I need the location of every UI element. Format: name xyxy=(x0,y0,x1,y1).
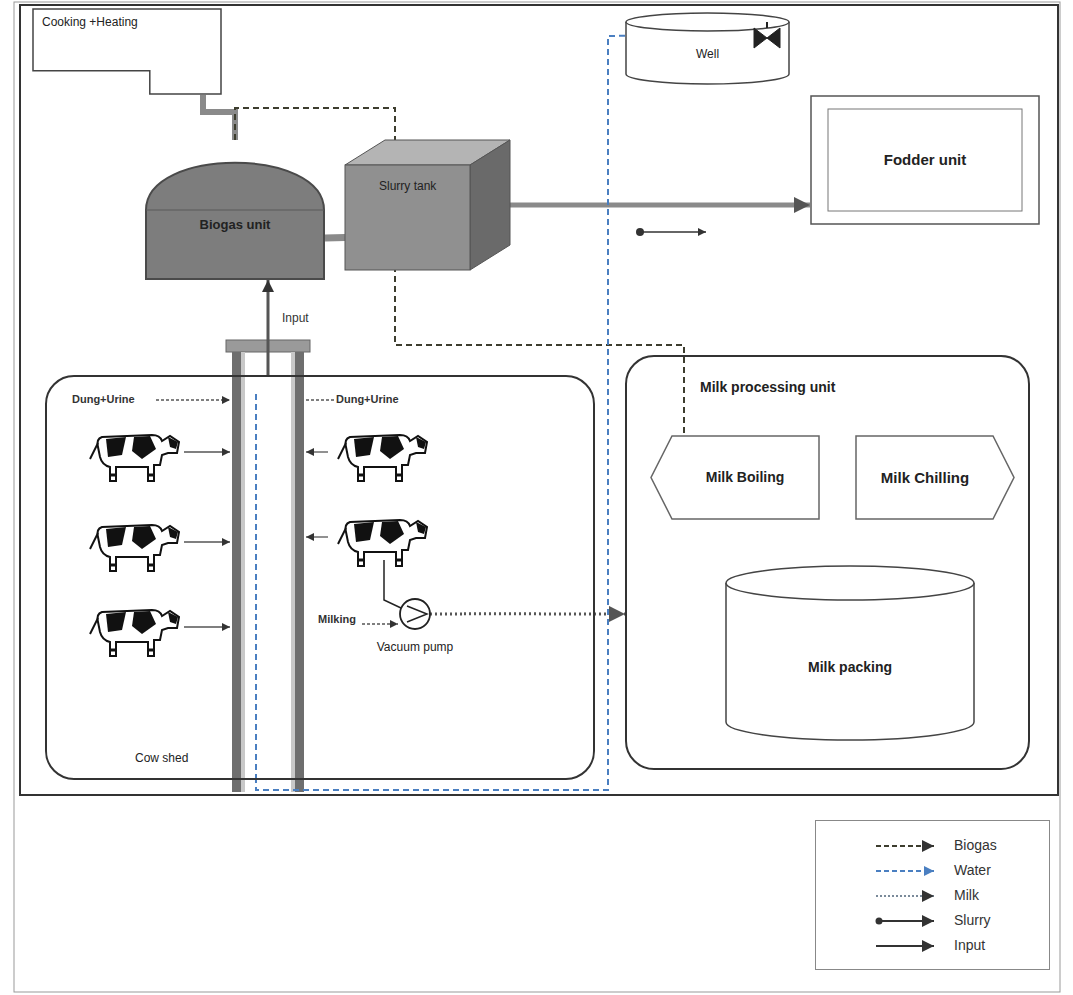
legend-text: Input xyxy=(954,937,985,953)
dome-outline xyxy=(145,140,325,280)
legend-row: Milk xyxy=(886,883,1035,908)
node-text: Milk processing unit xyxy=(700,379,835,395)
node-text: Cow shed xyxy=(135,752,188,766)
edge-label: Input xyxy=(280,312,311,325)
milking-tube xyxy=(384,560,401,608)
dung-channel xyxy=(226,340,310,792)
cyl-outline xyxy=(725,565,975,740)
flow-label: Dung+Urine xyxy=(72,393,135,405)
connector xyxy=(325,234,345,242)
cow xyxy=(90,435,179,481)
milking-arrow xyxy=(362,623,398,624)
cooking-box: Cooking +Heating xyxy=(32,8,222,95)
node-text: Milk Chilling xyxy=(881,469,969,486)
water-line xyxy=(255,392,257,780)
slurry-tank: Slurry tank xyxy=(345,140,510,270)
diagram-frame xyxy=(20,5,1058,795)
legend-text: Water xyxy=(954,862,991,878)
legend-sample xyxy=(876,889,946,903)
connector xyxy=(510,202,810,207)
cow xyxy=(90,525,179,571)
node-text: Fodder unit xyxy=(884,151,967,168)
biogas-dome: Biogas unit xyxy=(145,140,325,280)
round-outline xyxy=(45,375,595,780)
cow xyxy=(90,610,179,656)
cows xyxy=(90,435,427,656)
legend-row: Biogas xyxy=(886,833,1035,858)
cow xyxy=(338,435,427,481)
flow-label: Milking xyxy=(318,613,356,625)
connector xyxy=(203,95,235,140)
process-box: Milk Chilling xyxy=(855,435,1015,520)
legend-row: Slurry xyxy=(886,908,1035,933)
cube-outline xyxy=(345,140,510,270)
legend-sample xyxy=(876,864,946,878)
node-text: Cooking +Heating xyxy=(42,16,138,30)
legend-sample xyxy=(876,939,946,953)
node-text: Slurry tank xyxy=(379,180,436,194)
connector xyxy=(256,36,625,790)
cow xyxy=(338,520,427,566)
legend-row: Input xyxy=(886,933,1035,958)
node-text: Milk Boiling xyxy=(706,469,785,485)
process-box: Milk Boiling xyxy=(650,435,820,520)
fodder-box: Fodder unit xyxy=(810,95,1040,225)
legend-text: Biogas xyxy=(954,837,997,853)
vacuum-pump: Vacuum pump xyxy=(366,597,464,657)
node-text: Well xyxy=(696,48,719,62)
node-text: Vacuum pump xyxy=(377,641,453,655)
flow-label: Dung+Urine xyxy=(336,393,399,405)
cow-shed: Cow shed Vacuum pump xyxy=(45,375,595,780)
legend-text: Milk xyxy=(954,887,979,903)
page-border xyxy=(14,2,1060,992)
node-text: Biogas unit xyxy=(200,218,271,233)
legend-sample xyxy=(876,839,946,853)
packing-cylinder: Milk packing xyxy=(725,565,975,740)
legend-sample xyxy=(876,914,946,928)
connector xyxy=(266,280,269,375)
milk-processing-unit: Milk processing unitMilk Boiling Milk Chi… xyxy=(625,355,1030,770)
legend-row: Water xyxy=(886,858,1035,883)
dung-arrows xyxy=(156,400,334,627)
connector xyxy=(464,612,625,615)
slurry-flow-mark xyxy=(636,228,706,236)
well-cylinder: Well xyxy=(625,12,790,84)
legend-box: BiogasWaterMilkSlurryInput xyxy=(815,820,1050,970)
node-text: Milk packing xyxy=(808,659,892,675)
legend-text: Slurry xyxy=(954,912,991,928)
